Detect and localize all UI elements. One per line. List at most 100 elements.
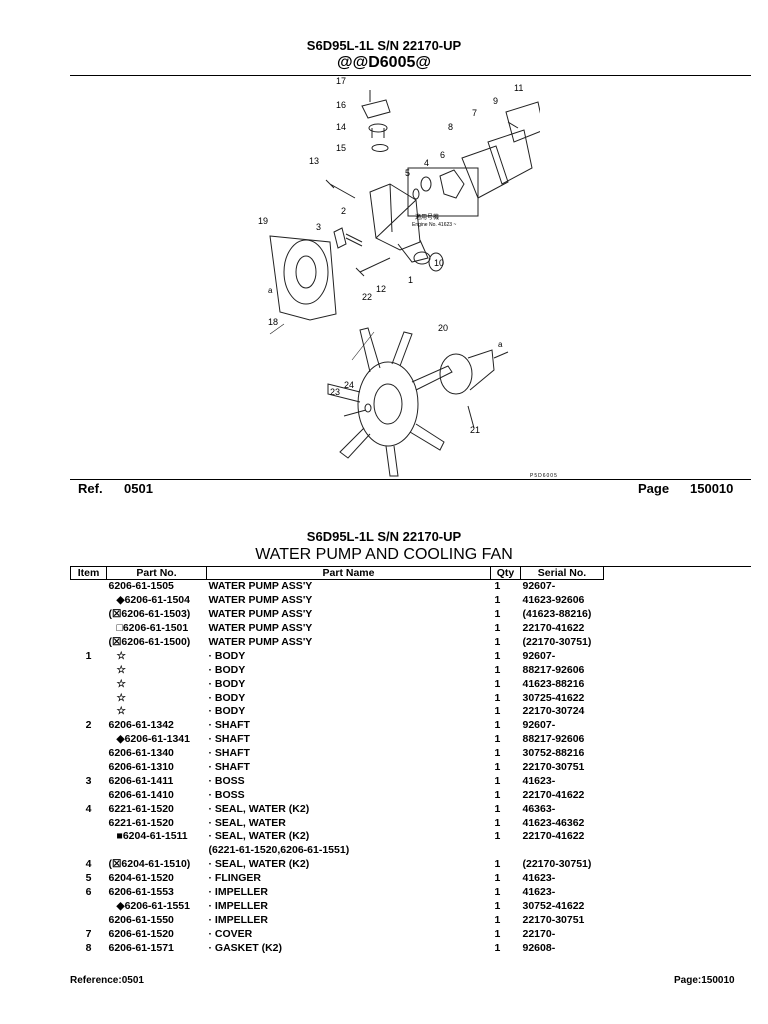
item-cell: 7 [85, 927, 92, 940]
part-no-cell: 6206-61-1553 [108, 886, 174, 899]
table-header-row: Item Part No. Part Name Qty Serial No. [70, 566, 604, 580]
part-name-cell: · BOSS [208, 788, 245, 801]
callout-13: 13 [309, 156, 320, 166]
section-model: S6D95L-1L S/N 22170-UP [306, 529, 462, 544]
serial-no-cell: 92607- [522, 719, 556, 732]
qty-cell: 1 [494, 636, 501, 648]
part-name-cell: · SHAFT [208, 761, 250, 774]
qty-cell: 1 [494, 830, 501, 843]
qty-cell: 1 [494, 816, 501, 829]
callout-6: 6 [440, 150, 446, 160]
callout-4: 4 [424, 158, 430, 168]
part-no-cell: (☒6206-61-1503) [108, 608, 191, 621]
part-no-cell: ☆ [116, 663, 126, 676]
part-no-cell: ☆ [116, 649, 126, 662]
part-no-cell: ◆6206-61-1551 [116, 899, 190, 912]
serial-no-cell: 30752-41622 [522, 899, 585, 912]
qty-cell: 1 [494, 622, 501, 635]
plate-11 [505, 101, 540, 143]
serial-no-cell: 88217-92606 [522, 663, 585, 676]
callout-22: 22 [362, 292, 373, 302]
item-cell: 6 [85, 886, 92, 899]
serial-no-cell: 46363- [522, 802, 556, 815]
pump-body-1 [369, 183, 421, 251]
part-name-cell: · COVER [208, 927, 253, 940]
qty-cell: 1 [494, 691, 501, 704]
boss-3 [333, 227, 347, 249]
serial-no-cell: 41623- [522, 872, 556, 885]
serial-no-cell: 22170-41622 [522, 830, 585, 843]
part-no-cell: (☒6206-61-1500) [108, 636, 191, 648]
serial-no-cell: 92608- [522, 941, 556, 954]
qty-cell: 1 [494, 747, 501, 760]
gasket-15 [371, 144, 389, 152]
item-cell [71, 580, 107, 594]
part-no-cell: 6221-61-1520 [108, 816, 174, 829]
bolt-21 [467, 405, 475, 429]
callout-21: 21 [470, 425, 481, 435]
item-cell [71, 761, 107, 775]
part-name-cell: · SHAFT [208, 733, 250, 746]
part-name-cell: · SHAFT [208, 719, 250, 732]
part-name-cell: · BOSS [208, 774, 245, 787]
item-cell [71, 733, 107, 747]
item-cell [71, 608, 107, 622]
gasket-8 [461, 145, 509, 199]
col-serial-no: Serial No. [520, 566, 604, 580]
bolt-23 [343, 409, 367, 417]
part-no-cell: ☆ [116, 677, 126, 690]
section-title: WATER PUMP AND COOLING FAN [255, 546, 513, 563]
part-no-cell: 6206-61-1410 [108, 788, 174, 801]
part-name-cell: · BODY [208, 649, 246, 662]
part-name-cell: · FLINGER [208, 872, 262, 885]
part-name-cell: · BODY [208, 677, 246, 690]
note-label-engine: Engine No. 41623 ~ [412, 222, 457, 228]
serial-no-cell: 22170-41622 [522, 788, 585, 801]
item-cell: 3 [85, 774, 92, 787]
qty-cell: 1 [494, 608, 501, 621]
item-cell: 1 [85, 649, 92, 662]
qty-cell: 1 [494, 899, 501, 912]
col-item: Item [70, 566, 107, 580]
qty-cell: 1 [494, 886, 501, 899]
callout-11: 11 [514, 83, 524, 93]
col-qty: Qty [490, 566, 521, 580]
qty-cell: 1 [494, 788, 501, 801]
col-part-no: Part No. [106, 566, 207, 580]
item-cell [71, 677, 107, 691]
callout-20: 20 [438, 323, 449, 333]
item-cell [71, 844, 107, 858]
item-cell [71, 747, 107, 761]
qty-cell [491, 844, 521, 858]
callout-15: 15 [336, 143, 347, 153]
callout-19: 19 [258, 216, 269, 226]
qty-cell: 1 [494, 913, 501, 926]
qty-cell: 1 [494, 733, 501, 746]
part-name-cell: · SEAL, WATER [208, 816, 286, 829]
item-cell [71, 594, 107, 608]
exploded-parts-diagram [269, 90, 540, 477]
part-name-cell: · SHAFT [208, 747, 250, 760]
part-no-cell: 6204-61-1520 [108, 872, 174, 885]
part-name-cell: WATER PUMP ASS'Y [208, 594, 313, 607]
serial-no-cell: 92607- [522, 649, 556, 662]
table-row: 4(☒6204-61-1510)· SEAL, WATER (K2)1(2217… [71, 858, 604, 872]
item-cell: 5 [85, 872, 92, 885]
callout-24: 24 [344, 380, 355, 390]
serial-no-cell: 41623- [522, 774, 556, 787]
table-row: (6221-61-1520,6206-61-1551) [71, 844, 604, 858]
cover-7 [487, 129, 533, 185]
part-no-cell: 6206-61-1342 [108, 719, 174, 732]
note-box [407, 167, 479, 217]
ref-rule [70, 479, 751, 480]
callout-a-left: a [268, 286, 273, 295]
flinger-5 [412, 188, 420, 200]
table-row: 6206-61-1410 · BOSS 1 22170-41622 [71, 788, 604, 802]
callout-a-right: a [498, 340, 503, 349]
model-heading: S6D95L-1L S/N 22170-UP [306, 38, 462, 53]
part-no-cell: 6221-61-1520 [108, 802, 174, 815]
